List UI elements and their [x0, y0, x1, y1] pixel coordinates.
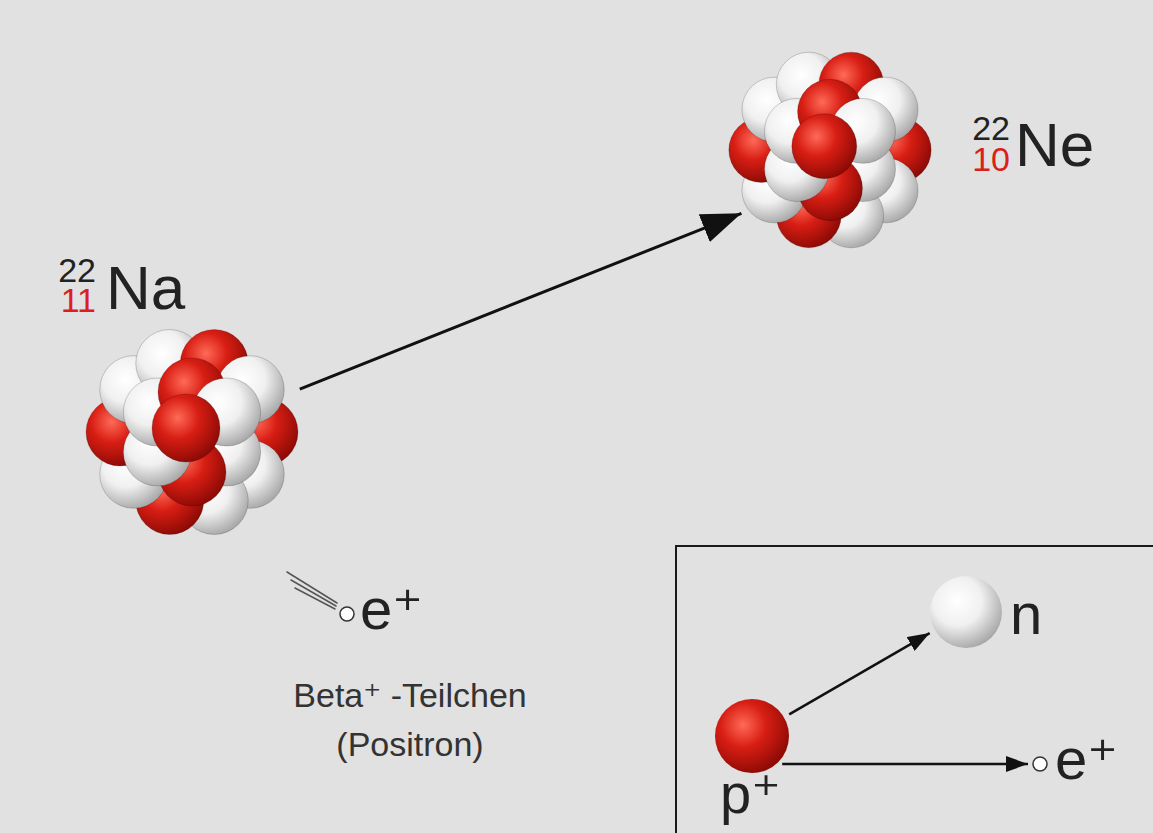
- proton-sphere: [715, 699, 789, 773]
- proton-sphere: [152, 394, 220, 462]
- particle-caption: Beta⁺ -Teilchen (Positron): [230, 671, 590, 770]
- transition-arrow: [300, 213, 742, 389]
- mass-number: 22: [950, 111, 1010, 145]
- mass-number: 22: [36, 253, 96, 287]
- positron-shape: [339, 606, 355, 622]
- proton-shape: [715, 699, 789, 773]
- positron-particle: e⁺: [339, 606, 355, 622]
- atomic-number: 11: [36, 283, 96, 317]
- nucleus-shape: [82, 322, 302, 542]
- element-symbol: Ne: [1015, 114, 1094, 176]
- positron-dot: [1033, 757, 1047, 771]
- streak-line: [295, 588, 335, 609]
- nucleus-shape: [725, 45, 935, 255]
- positron-dot: [340, 607, 354, 621]
- particle-symbol: n: [1010, 585, 1042, 643]
- neutron-sphere: [930, 576, 1002, 648]
- streak-line: [291, 580, 336, 606]
- inset-frame: [676, 546, 1153, 833]
- transition-arrow: [782, 763, 1028, 766]
- element-symbol: Na: [106, 257, 185, 319]
- neutron-particle: n: [930, 576, 1002, 648]
- atomic-number: 10: [950, 142, 1010, 176]
- proton-sphere: [792, 114, 857, 179]
- neutron-shape: [930, 576, 1002, 648]
- particle-symbol: e⁺: [360, 580, 423, 638]
- atom-nucleus: 2210Ne: [725, 45, 935, 255]
- particle-symbol: e⁺: [1055, 730, 1118, 788]
- positron-particle: e⁺: [1032, 756, 1048, 772]
- transition-arrow: [789, 633, 929, 714]
- atom-nucleus: 2211Na: [82, 322, 302, 542]
- particle-symbol: p⁺: [720, 766, 781, 822]
- positron-shape: [1032, 756, 1048, 772]
- proton-particle: p⁺: [715, 699, 789, 773]
- motion-streaks: [287, 572, 337, 609]
